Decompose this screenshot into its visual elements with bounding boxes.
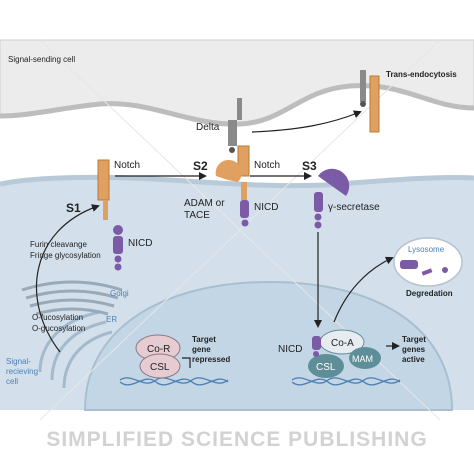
notch-receptor-s1 (97, 159, 123, 271)
watermark-text: SIMPLIFIED SCIENCE PUBLISHING (46, 428, 427, 451)
gamma-secretase-label: γ-secretase (328, 202, 380, 213)
signal-receiving-label-2: recieving (6, 367, 38, 376)
to-lysosome-arrow (333, 256, 394, 323)
nucleus (83, 280, 454, 411)
dna-active (291, 377, 401, 386)
signal-receiving-label-3: cell (6, 377, 18, 386)
s1-arrow (35, 204, 100, 353)
repression-mark (182, 357, 191, 368)
csl-label-1: CSL (150, 362, 170, 373)
degraded-fragments (400, 260, 448, 276)
adam-tace-label-2: TACE (184, 210, 210, 221)
trans-endocytosis-label: Trans-endocytosis (386, 70, 457, 79)
nicd-nuclear (312, 336, 321, 357)
s1-label: S1 (66, 201, 81, 215)
notch-label-1: Notch (114, 160, 140, 171)
notch-label-2: Notch (254, 160, 280, 171)
co-r-label: Co-R (147, 344, 170, 355)
co-a-label: Co-A (331, 338, 354, 349)
signal-sending-cell-label: Signal-sending cell (8, 55, 75, 64)
csl-label-2: CSL (316, 362, 336, 373)
target-repressed-label-1: Target (192, 335, 216, 344)
delta-label: Delta (196, 122, 220, 133)
mam-label: MAM (352, 354, 373, 364)
notch-receptor-s2 (215, 145, 250, 227)
o-fucosylation-label: O-fucosylation (32, 313, 83, 322)
lysosome-label: Lysosome (408, 245, 445, 254)
target-repressed-label-2: gene (192, 345, 211, 354)
target-active-label-3: active (402, 355, 425, 364)
furin-label: Furin cleavange (30, 240, 87, 249)
nicd-label-2: NICD (254, 202, 278, 213)
s2-label: S2 (193, 159, 208, 173)
csl-protein-repressed (139, 353, 181, 379)
fringe-label: Fringe glycosylation (30, 251, 101, 260)
delta-ligand (228, 98, 242, 153)
dna-repressed (119, 377, 229, 386)
golgi-label: Golgi (110, 289, 129, 298)
s3-label: S3 (302, 159, 317, 173)
gamma-secretase (314, 168, 350, 229)
nicd-label-3: NICD (278, 344, 302, 355)
er-icon (38, 310, 113, 389)
adam-tace-label-1: ADAM or (184, 198, 225, 209)
delta-endocytosis-arrow (251, 110, 362, 133)
er-label: ER (106, 315, 117, 324)
target-active-label-1: Target (402, 335, 426, 344)
target-repressed-label-3: repressed (192, 355, 230, 364)
sending-cell-membrane (0, 83, 474, 127)
csl-protein-active (308, 354, 344, 378)
signal-receiving-label-1: Signal- (6, 357, 31, 366)
o-glucosylation-label: O-gucosylation (32, 324, 85, 333)
nicd-label-1: NICD (128, 238, 152, 249)
trans-endocytosis-receptor (360, 70, 380, 133)
target-active-label-2: genes (402, 345, 426, 354)
degredation-label: Degredation (406, 289, 453, 298)
mam-protein (349, 347, 381, 369)
lysosome (393, 237, 463, 287)
